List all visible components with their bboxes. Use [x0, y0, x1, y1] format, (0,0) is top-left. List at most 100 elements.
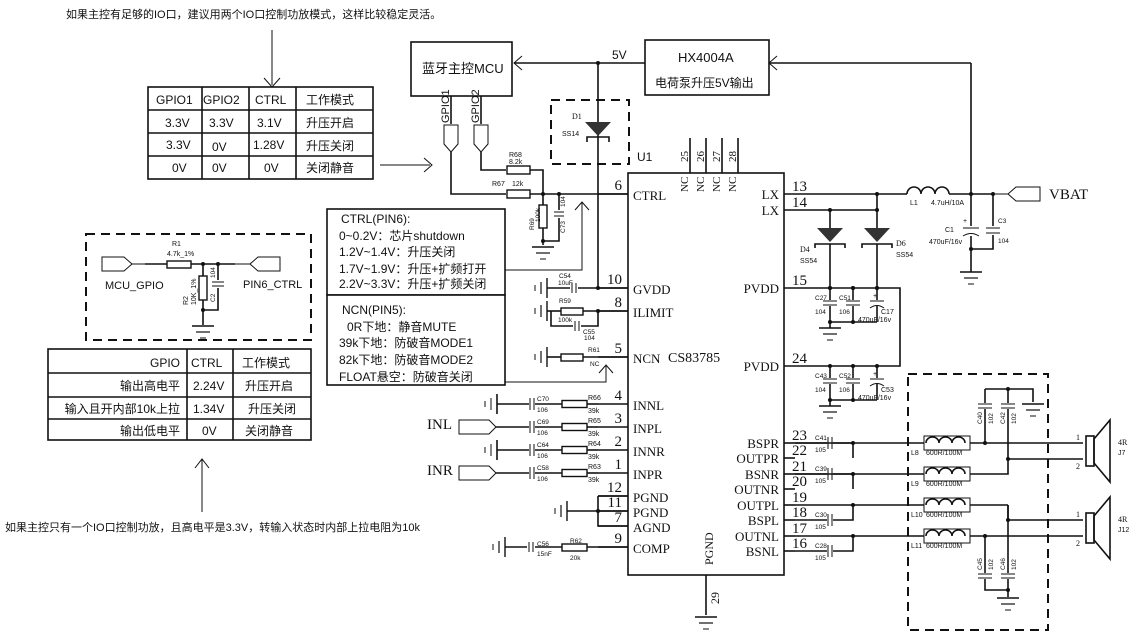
c52-val: 106: [839, 387, 850, 394]
mcu-label: 蓝牙主控MCU: [422, 61, 504, 76]
inductor-l1: [906, 186, 950, 195]
r62-ref: R62: [570, 538, 582, 545]
l11-ref: L11: [911, 543, 922, 550]
plus-sign: +: [873, 371, 877, 378]
pin-name: OUTPL: [737, 498, 779, 513]
l11-val: 600R/100M: [926, 543, 962, 550]
table-cell: 输入且开内部10k上拉: [65, 401, 180, 416]
junction: [851, 286, 855, 290]
pin-name: CTRL: [633, 188, 666, 203]
boost-block: [644, 39, 770, 96]
arrow-up-icon: [598, 364, 614, 374]
pin-name: PGND: [633, 505, 668, 520]
r66-ref: R66: [588, 395, 601, 402]
resistor-r61: [560, 353, 584, 362]
c3-ref: C3: [998, 218, 1007, 225]
speaker-ref: J12: [1118, 527, 1129, 534]
c69-val: 106: [537, 430, 548, 437]
speaker-cone-icon: [1093, 494, 1111, 562]
wire: [985, 388, 1034, 402]
l8-val: 600R/100M: [926, 450, 962, 457]
l9-val: 600R/100M: [926, 481, 962, 488]
wire: [833, 505, 854, 521]
table-cell: 升压开启: [306, 116, 354, 130]
pin-num: 21: [792, 459, 807, 475]
c73-val: 104: [560, 196, 567, 207]
pin-num: 18: [792, 505, 807, 521]
r61-ref: R61: [588, 347, 600, 354]
table-header: CTRL: [191, 356, 223, 370]
junction: [1006, 387, 1010, 391]
ncn-note-box: NCN(PIN5): 0R下地：静音MUTE 39k下地：防破音MODE1 82…: [326, 294, 506, 386]
mcu-gpio-label: MCU_GPIO: [105, 280, 164, 292]
c43-val: 104: [815, 387, 826, 394]
c41-val: 105: [815, 447, 826, 454]
c64-val: 106: [537, 453, 548, 460]
pin-name: OUTNL: [735, 529, 779, 544]
r68-val: 8.2k: [509, 159, 523, 166]
c56-ref: C56: [537, 541, 549, 548]
pin-num: 13: [792, 179, 807, 195]
table-cell: 0V: [212, 161, 227, 175]
pin-name: NC: [711, 177, 723, 192]
ncn-note-arrow: [505, 366, 607, 383]
table-cell: 3.1V: [257, 116, 282, 130]
c54-val: 10uF: [558, 280, 573, 287]
pin-num: 1: [615, 457, 623, 473]
audio-inputs: C70106R6639kC69106R6539kC64106R6439kC581…: [484, 394, 601, 484]
pin-name: INPR: [633, 467, 663, 482]
ctrl-note-line: 2.2V~3.3V：升压+扩频关闭: [339, 277, 486, 291]
r63-val: 39k: [588, 477, 600, 484]
ferrite-l11-coil: [925, 529, 966, 537]
d4-val: SS54: [800, 258, 817, 265]
c27-val: 104: [815, 309, 826, 316]
r2-val: 10K_1%: [191, 279, 198, 305]
ncn-note-line: 39k下地：防破音MODE1: [339, 335, 473, 350]
c45-val: 102: [988, 559, 995, 570]
junction: [851, 320, 855, 324]
pin-name: PVDD: [744, 359, 779, 374]
r61-val: NC: [590, 361, 600, 368]
resistor-r64: [561, 445, 588, 455]
r67-val: 12k: [512, 181, 524, 188]
table-cell: 3.3V: [209, 116, 234, 130]
pin-name: BSNL: [746, 544, 779, 559]
c69-ref: C69: [537, 419, 549, 426]
pin-num: 5: [615, 341, 623, 357]
one-io-table: GPIO CTRL 工作模式 输出高电平 2.24V 升压开启 输入且开内部10…: [47, 348, 312, 441]
c17-ref: C17: [881, 309, 894, 316]
bottom-note: 如果主控只有一个IO口控制功放，且高电平是3.3V，转输入状态时内部上拉电阻为1…: [5, 520, 420, 534]
pin-num: 17: [792, 521, 808, 537]
c1-ref: C1: [945, 227, 954, 234]
ncn-note-title: NCN(PIN5):: [342, 303, 406, 317]
c73-ref: C73: [560, 221, 567, 233]
pin-num: 20: [792, 474, 807, 490]
c52-ref: C52: [839, 373, 851, 380]
arrow-left-icon: [768, 55, 778, 71]
ferrite-l9-coil: [925, 467, 966, 475]
pin-name: INNL: [633, 398, 664, 413]
r64-ref: R64: [588, 441, 601, 448]
ferrite-l8-coil: [925, 436, 966, 444]
table-cell: 1.28V: [253, 138, 284, 152]
ground-icon: [818, 327, 842, 341]
table-cell: 升压关闭: [306, 139, 354, 153]
c30-ref: C30: [815, 512, 827, 519]
speaker-icon: [1085, 435, 1095, 467]
junction: [851, 398, 855, 402]
plus-sign: +: [873, 293, 877, 300]
output-filter-box: [907, 373, 1049, 631]
gpio1-label: GPIO1: [440, 89, 452, 123]
pin-num: 29: [708, 592, 722, 604]
r69-ref: R69: [529, 218, 536, 230]
junction: [828, 320, 832, 324]
mcu-gpio-port: [101, 256, 133, 272]
r63-ref: R63: [588, 464, 601, 471]
inl-port: [458, 419, 497, 435]
wire: [833, 473, 854, 489]
table-cell: 0V: [264, 161, 279, 175]
c54-ref: C54: [559, 273, 571, 280]
c39-val: 105: [815, 478, 826, 485]
pin-num: 19: [792, 490, 807, 506]
